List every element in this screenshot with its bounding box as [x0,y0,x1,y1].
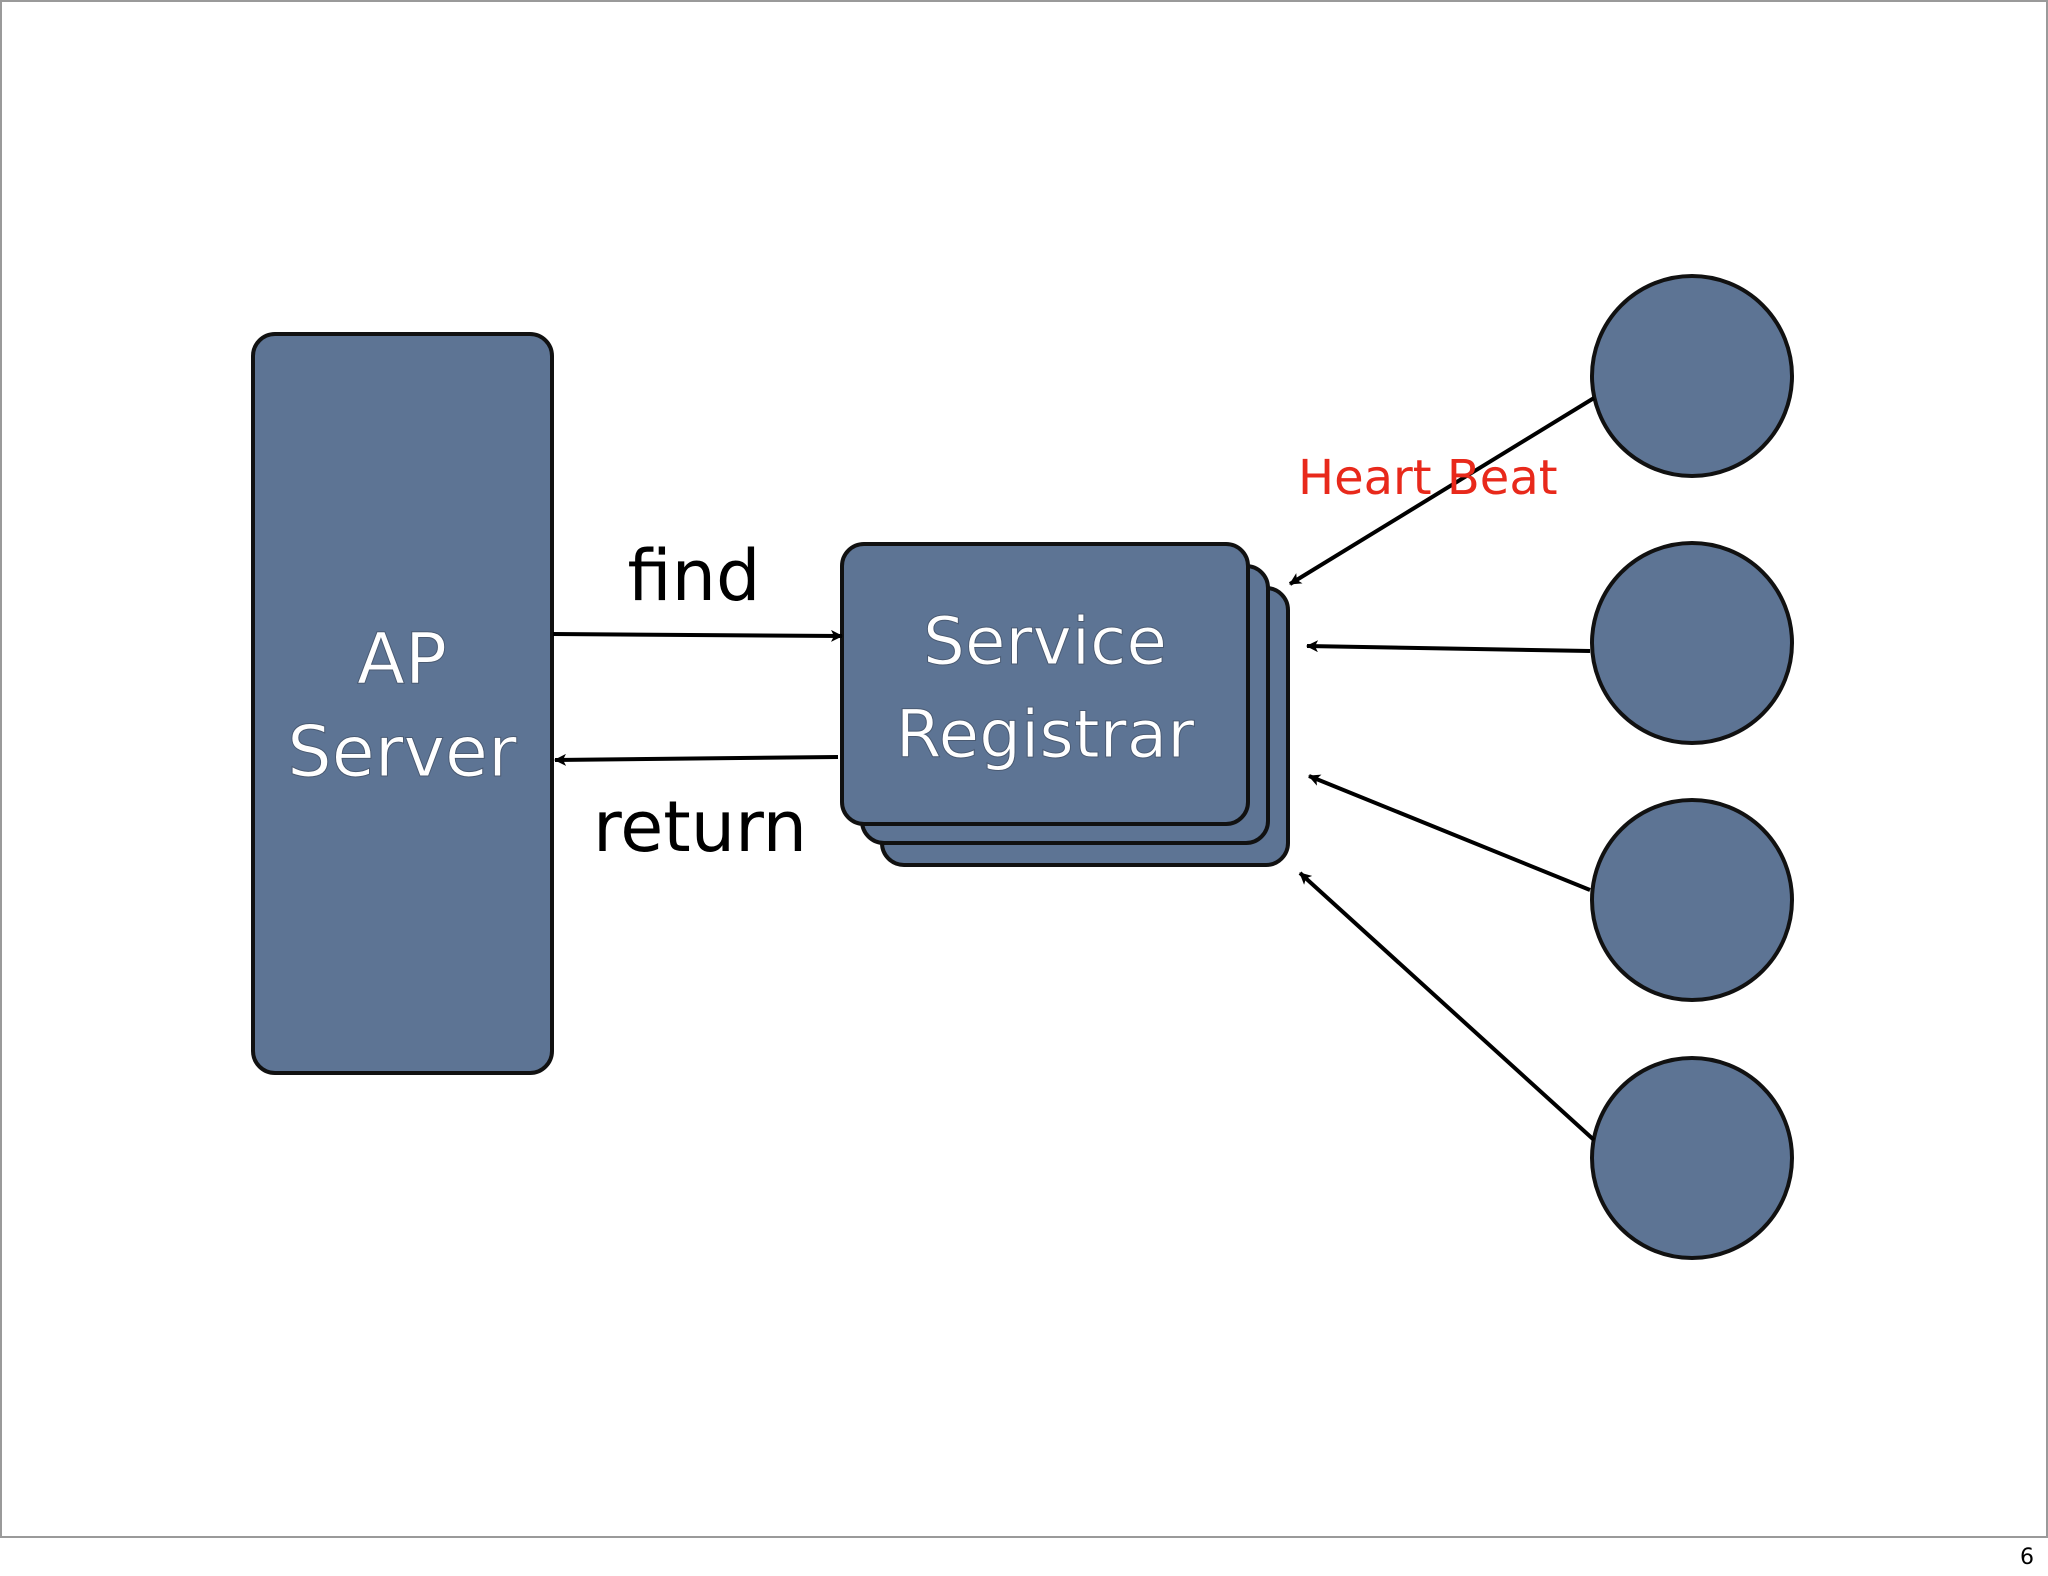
heartbeat-arrow-4 [1298,871,1596,1142]
registrar-label-line2: Registrar [896,696,1196,773]
return-label: return [593,786,807,868]
heartbeat-arrow-3 [1308,774,1591,892]
heartbeat-label: Heart Beat [1298,450,1558,506]
registrar-card-front [840,542,1250,826]
page-number: 6 [2020,1545,2034,1570]
find-label: find [628,535,761,617]
service-node-1 [1590,274,1794,478]
return-arrow [554,753,839,766]
heartbeat-arrow-2 [1306,640,1591,653]
service-node-3 [1590,798,1794,1002]
service-node-2 [1590,541,1794,745]
ap-server-node: AP Server [251,332,554,1075]
ap-server-label-line1: AP [357,618,447,700]
registrar-label-line1: Service [923,603,1167,680]
ap-server-box [251,332,554,1075]
ap-server-label-line2: Server [287,711,517,793]
heartbeat-arrow-1 [1288,396,1596,586]
service-node-4 [1590,1056,1794,1260]
find-arrow [552,629,843,642]
service-registrar-node: Service Registrar [840,542,1290,867]
